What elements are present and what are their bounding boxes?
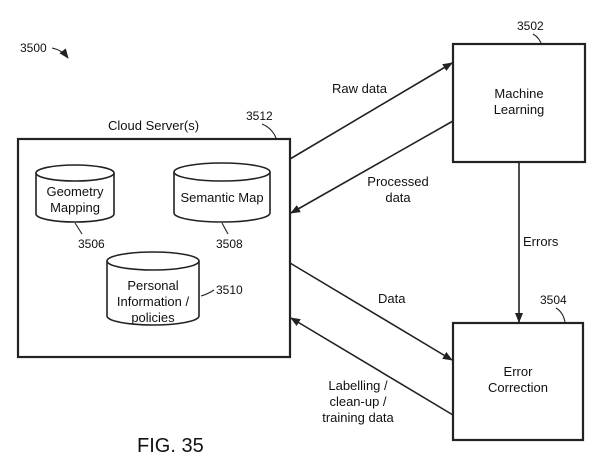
data-label: Data bbox=[378, 291, 406, 306]
processed-data-label-line-1: Processed bbox=[367, 174, 428, 189]
figure-caption: FIG. 35 bbox=[137, 435, 204, 457]
personal-information-ref: 3510 bbox=[216, 283, 243, 297]
geometry-mapping-label-line-1: Geometry bbox=[46, 184, 104, 199]
error-correction-ref: 3504 bbox=[540, 293, 567, 307]
semantic-map-ref-leader bbox=[221, 222, 229, 235]
personal-information-ref-leader bbox=[200, 289, 215, 297]
labelling-label-line-1: Labelling / bbox=[328, 378, 388, 393]
personal-information-label-line-3: policies bbox=[131, 310, 175, 325]
semantic-map-ref: 3508 bbox=[216, 237, 243, 251]
error-correction-label-line-1: Error bbox=[504, 364, 534, 379]
personal-information-database: Personal Information / policies bbox=[106, 251, 200, 326]
geometry-mapping-ref-leader bbox=[74, 222, 83, 235]
semantic-map-label: Semantic Map bbox=[180, 190, 263, 205]
raw-data-label: Raw data bbox=[332, 81, 388, 96]
processed-data-arrow bbox=[290, 120, 454, 214]
personal-information-label-line-1: Personal bbox=[127, 278, 178, 293]
geometry-mapping-database: Geometry Mapping bbox=[35, 164, 115, 223]
cloud-server-ref-leader bbox=[261, 123, 277, 139]
geometry-mapping-label-line-2: Mapping bbox=[50, 200, 100, 215]
error-correction-box bbox=[451, 321, 585, 442]
error-correction-ref-leader bbox=[555, 307, 566, 323]
machine-learning-label-line-1: Machine bbox=[494, 86, 543, 101]
figure-reference-number: 3500 bbox=[20, 41, 47, 55]
labelling-label-line-3: training data bbox=[322, 410, 394, 425]
figure-reference-pointer bbox=[51, 47, 69, 59]
cloud-server-label: Cloud Server(s) bbox=[108, 118, 199, 133]
geometry-mapping-ref: 3506 bbox=[78, 237, 105, 251]
machine-learning-label-line-2: Learning bbox=[494, 102, 545, 117]
machine-learning-ref: 3502 bbox=[517, 19, 544, 33]
cloud-server-ref: 3512 bbox=[246, 109, 273, 123]
personal-information-label-line-2: Information / bbox=[117, 294, 190, 309]
processed-data-label-line-2: data bbox=[385, 190, 411, 205]
labelling-label-line-2: clean-up / bbox=[329, 394, 386, 409]
error-correction-label-line-2: Correction bbox=[488, 380, 548, 395]
raw-data-arrow bbox=[289, 62, 453, 160]
semantic-map-database: Semantic Map bbox=[173, 162, 271, 223]
errors-label: Errors bbox=[523, 234, 559, 249]
labelling-arrow bbox=[290, 317, 454, 416]
data-arrow bbox=[289, 262, 453, 361]
